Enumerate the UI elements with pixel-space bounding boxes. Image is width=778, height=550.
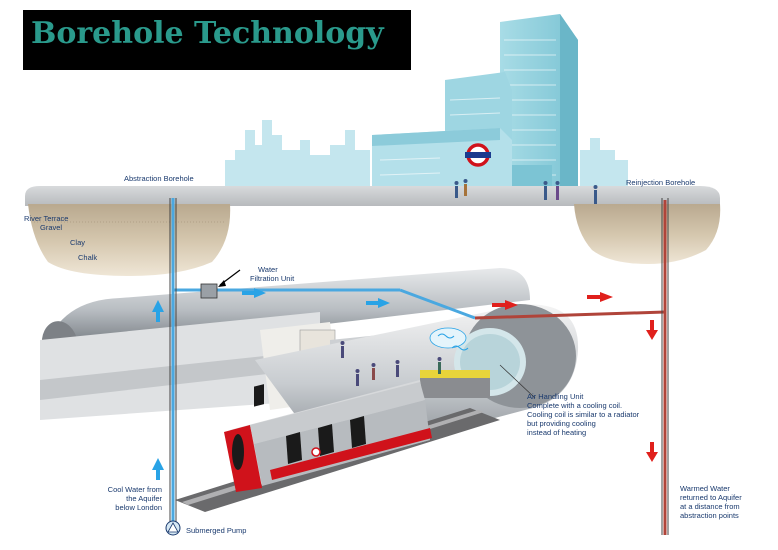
water-filtration-unit-icon [200,269,241,299]
label-air-handling-5: instead of heating [527,428,587,437]
submerged-pump-icon [165,520,181,536]
label-reinjection-borehole: Reinjection Borehole [626,178,696,187]
label-leaders [499,364,536,399]
label-gravel: Gravel [40,223,63,232]
label-warmed-water-2: returned to Aquifer [680,493,742,502]
ground-surface [25,186,721,276]
warm-water-pipe [474,200,667,535]
city-skyline [225,14,628,195]
page-title: Borehole Technology [31,16,384,51]
label-filtration-unit: Filtration Unit [250,274,295,283]
office-tower [500,14,578,190]
cool-flow-arrows [152,288,390,480]
label-cool-water-2: the Aquifer [126,494,162,503]
label-submerged-pump: Submerged Pump [186,526,247,535]
label-warmed-water-3: at a distance from [680,502,740,511]
label-chalk: Chalk [78,253,98,262]
label-air-handling-1: Air Handling Unit [527,392,584,401]
label-cool-water-1: Cool Water from [107,485,162,494]
label-air-handling-4: but providing cooling [527,419,596,428]
label-warmed-water-4: abstraction points [680,511,739,520]
underground-roundel-icon [465,143,491,167]
label-river-terrace: River Terrace [24,214,69,223]
underground-train [224,380,432,492]
label-clay: Clay [70,238,86,247]
label-abstraction-borehole: Abstraction Borehole [124,174,194,183]
borehole-casing-right [661,198,669,535]
label-air-handling-2: Complete with a cooling coil. [527,401,623,410]
pedestrians [454,179,598,204]
warm-flow-arrows [492,292,658,462]
label-water: Water [258,265,278,274]
label-cool-water-3: below London [115,503,162,512]
label-warmed-water-1: Warmed Water [680,484,730,493]
air-handling-unit [429,327,469,351]
label-air-handling-3: Cooling coil is similar to a radiator [527,410,640,419]
title-bar: Borehole Technology [23,10,411,70]
borehole-casing-left [169,198,177,525]
passengers [340,341,442,386]
